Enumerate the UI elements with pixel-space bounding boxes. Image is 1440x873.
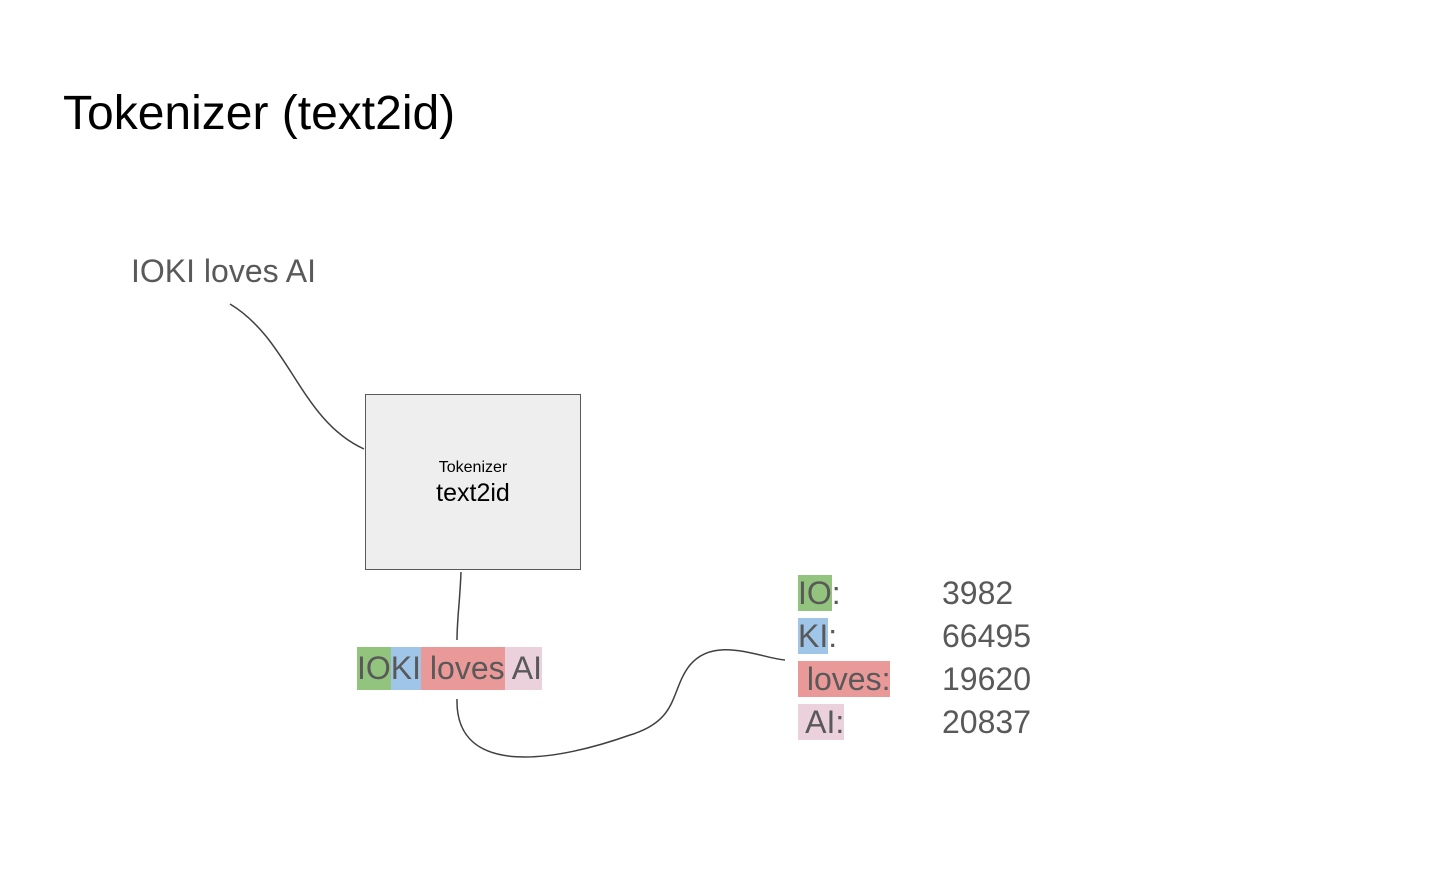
id-row-token: loves: — [798, 658, 891, 701]
tokenizer-box: Tokenizer text2id — [365, 394, 581, 570]
tokenizer-box-subtitle: text2id — [436, 479, 510, 507]
id-row-value: 20837 — [942, 704, 1031, 740]
token-chip-ai: AI — [504, 647, 542, 690]
id-row-io: IO: 3982 — [798, 572, 1098, 615]
connector-tokens-to-ids — [456, 648, 786, 758]
connector-input-to-tokenizer — [229, 303, 365, 450]
token-strip: IO KI loves AI — [357, 647, 542, 690]
id-row-ai: AI: 20837 — [798, 701, 1098, 744]
id-row-token: IO: — [798, 572, 841, 615]
slide-title: Tokenizer (text2id) — [63, 87, 456, 140]
id-row-token: AI: — [798, 701, 845, 744]
connector-lines — [229, 303, 786, 758]
id-row-value: 19620 — [942, 661, 1031, 697]
token-chip-ki: KI — [390, 647, 422, 690]
id-row-token-highlight: KI — [798, 618, 829, 654]
id-row-token: KI: — [798, 615, 837, 658]
tokenizer-box-title: Tokenizer — [438, 459, 508, 476]
id-row-token-colon: : — [828, 618, 838, 654]
input-text: IOKI loves AI — [131, 253, 316, 289]
id-row-ki: KI: 66495 — [798, 615, 1098, 658]
id-row-loves: loves: 19620 — [798, 658, 1098, 701]
token-chip-io: IO — [357, 647, 391, 690]
id-row-value: 3982 — [942, 575, 1014, 611]
id-row-token-highlight: AI: — [798, 704, 845, 740]
id-row-value: 66495 — [942, 618, 1031, 654]
id-row-token-colon: : — [831, 575, 841, 611]
token-chip-loves: loves — [421, 647, 505, 690]
connector-tokenizer-to-tokens — [456, 571, 462, 641]
id-row-token-highlight: loves: — [798, 661, 891, 697]
id-row-token-highlight: IO — [798, 575, 832, 611]
